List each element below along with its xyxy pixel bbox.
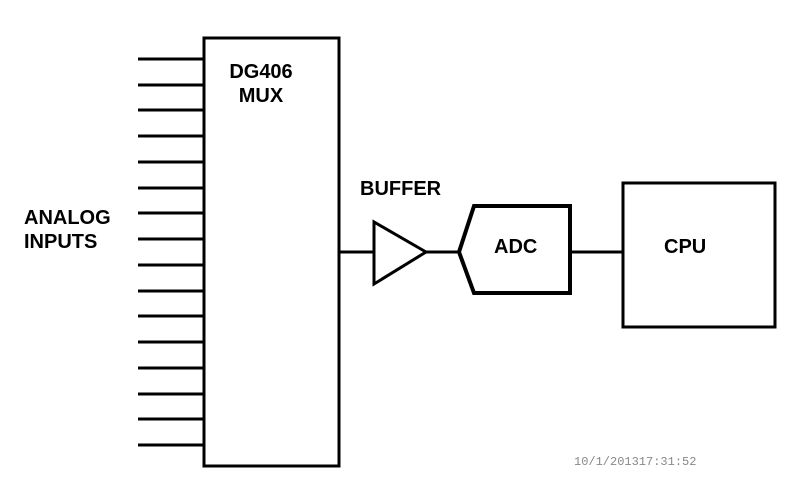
mux-label-line-2: MUX	[238, 85, 284, 107]
input-lines	[138, 57, 204, 447]
adc-block	[456, 204, 572, 295]
cpu-block	[621, 181, 777, 329]
buffer-triangle	[372, 219, 429, 287]
mux-block	[202, 36, 341, 468]
analog-label-line-2: INPUTS	[24, 231, 98, 253]
mux-label: DG406 MUX	[224, 60, 298, 108]
cpu-label: CPU	[664, 236, 707, 258]
analog-label-line-1: ANALOG	[24, 207, 111, 229]
buffer-label: BUFFER	[360, 178, 442, 200]
analog-inputs-label: ANALOG INPUTS	[24, 206, 111, 254]
mux-label-line-1: DG406	[229, 61, 293, 83]
adc-label: ADC	[494, 236, 538, 258]
timestamp: 10/1/201317:31:52	[574, 455, 697, 469]
